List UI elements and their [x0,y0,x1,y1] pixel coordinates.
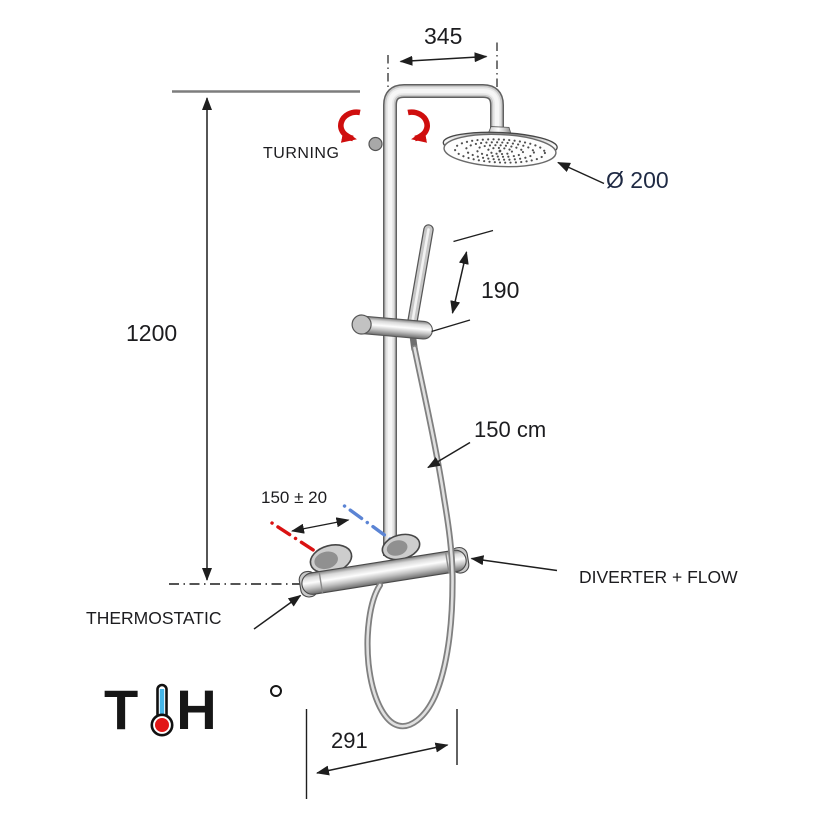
logo-letter-t: T [104,678,139,741]
dim-291-label: 291 [331,728,368,753]
head-diameter-label: Ø 200 [606,167,669,193]
thermostatic-label: THERMOSTATIC [86,608,222,628]
leader-arrows [253,161,605,630]
thermometer-icon [150,683,174,737]
hot-water-line [270,521,335,565]
dimension-150-20-line [291,517,350,534]
handshower-holder [351,314,433,340]
brand-logo: T H [104,678,282,741]
inlet-spacing-label: 150 ± 20 [261,488,328,507]
degree-symbol [270,685,282,697]
dimension-291-line [305,709,458,799]
wall-bracket [368,136,383,152]
dimension-190-line [431,229,494,333]
dim-190-label: 190 [481,277,520,303]
hose-length-label: 150 cm [474,417,547,442]
turning-label: TURNING [263,145,340,162]
dim-345-label: 345 [424,23,463,49]
dim-1200-label: 1200 [126,320,178,346]
logo-letter-h: H [176,678,217,741]
cold-water-line [342,504,403,549]
inlet-unions [309,533,421,574]
overhead-shower [442,126,558,168]
turning-arrows [338,109,430,143]
diverter-flow-label: DIVERTER + FLOW [579,567,738,587]
